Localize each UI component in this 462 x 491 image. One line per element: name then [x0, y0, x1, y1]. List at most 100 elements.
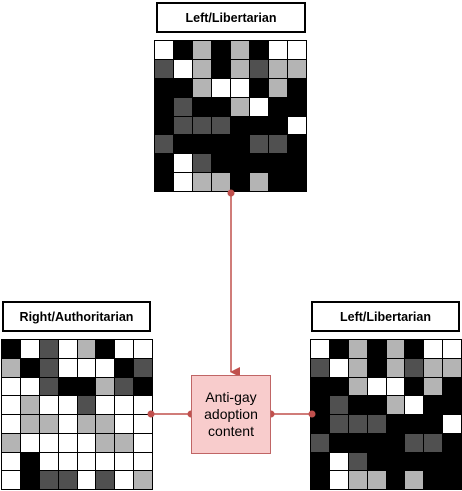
left-grid-cell [134, 471, 152, 489]
right-grid-cell [329, 340, 348, 358]
left-grid-cell [20, 452, 39, 471]
top-grid-cell [231, 116, 249, 135]
right-grid-cell [405, 340, 424, 358]
top-grid-cell [231, 135, 249, 154]
right-grid-cell [424, 358, 443, 377]
right-grid-cell [329, 452, 348, 471]
left-grid-cell [2, 471, 20, 489]
left-grid-cell [58, 471, 77, 489]
right-grid-cell [329, 396, 348, 414]
top-grid-cell [155, 41, 173, 59]
top-grid-cell [212, 173, 230, 191]
right-grid-cell [367, 471, 386, 489]
center-node-text: Anti-gay adoption content [204, 389, 258, 439]
top-grid-cell [174, 116, 192, 135]
right-grid-cell [386, 433, 405, 452]
top-grid-cell [193, 41, 211, 59]
left-grid-cell [115, 377, 134, 396]
left-grid-cell [77, 377, 96, 396]
top-grid-cell [193, 135, 211, 154]
top-grid-cell [212, 154, 230, 173]
left-grid-cell [96, 433, 115, 452]
right-grid-cell [329, 471, 348, 489]
right-grid-cell [443, 358, 461, 377]
right-grid-cell [348, 396, 367, 414]
left-grid-cell [39, 340, 58, 358]
top-grid-cell [250, 78, 268, 97]
right-grid-cell [386, 471, 405, 489]
left-grid-cell [2, 415, 20, 433]
right-grid-cell [443, 415, 461, 433]
left-grid-cell [58, 433, 77, 452]
top-grid-cell [288, 97, 306, 116]
top-grid-cell [193, 154, 211, 173]
top-grid-cell [212, 41, 230, 59]
top-grid-cell [155, 116, 173, 135]
top-grid-cell [212, 116, 230, 135]
left-grid-cell [115, 471, 134, 489]
left-grid-cell [77, 415, 96, 433]
left-grid-cell [77, 433, 96, 452]
top-grid-cell [231, 41, 249, 59]
right-grid-cell [386, 358, 405, 377]
top-grid-cell [269, 97, 287, 116]
right-grid-cell [329, 433, 348, 452]
left-grid-cell [96, 358, 115, 377]
left-grid-cell [134, 377, 152, 396]
top-grid-cell [155, 78, 173, 97]
right-grid-cell [311, 396, 329, 414]
right-grid-cell [348, 377, 367, 396]
right-grid-cell [405, 358, 424, 377]
top-node-label: Left/Libertarian [156, 2, 306, 33]
top-grid-cell [174, 97, 192, 116]
left-grid-cell [134, 340, 152, 358]
top-grid-cell [174, 59, 192, 78]
left-grid-cell [20, 358, 39, 377]
right-grid-cell [367, 433, 386, 452]
left-grid-cell [115, 396, 134, 414]
top-grid-cell [212, 135, 230, 154]
top-grid-cell [155, 135, 173, 154]
left-grid-cell [134, 358, 152, 377]
left-grid-cell [58, 377, 77, 396]
right-grid-cell [405, 433, 424, 452]
top-node-grid [154, 40, 307, 192]
left-grid-cell [58, 340, 77, 358]
right-grid-cell [443, 433, 461, 452]
right-grid-cell [311, 452, 329, 471]
top-grid-cell [231, 78, 249, 97]
left-grid-cell [2, 396, 20, 414]
left-grid-cell [77, 340, 96, 358]
right-grid-cell [367, 377, 386, 396]
left-grid-cell [20, 415, 39, 433]
top-grid-cell [231, 59, 249, 78]
left-grid-cell [58, 452, 77, 471]
top-grid-cell [155, 59, 173, 78]
top-grid-cell [212, 59, 230, 78]
right-grid-cell [329, 358, 348, 377]
top-grid-cell [250, 97, 268, 116]
left-grid-cell [20, 471, 39, 489]
top-grid-cell [231, 154, 249, 173]
left-grid-cell [134, 415, 152, 433]
right-node-label: Left/Libertarian [311, 301, 460, 332]
left-grid-cell [2, 340, 20, 358]
top-grid-cell [269, 116, 287, 135]
left-grid-cell [39, 471, 58, 489]
right-grid-cell [348, 433, 367, 452]
right-grid-cell [405, 471, 424, 489]
left-grid-cell [20, 377, 39, 396]
left-grid-cell [58, 415, 77, 433]
right-grid-cell [348, 358, 367, 377]
left-grid-cell [115, 452, 134, 471]
left-node-label: Right/Authoritarian [2, 301, 151, 332]
top-grid-cell [193, 97, 211, 116]
right-grid-cell [405, 415, 424, 433]
left-grid-cell [20, 433, 39, 452]
right-grid-cell [443, 340, 461, 358]
left-grid-cell [96, 396, 115, 414]
left-grid-cell [2, 452, 20, 471]
right-grid-cell [386, 340, 405, 358]
left-grid-cell [20, 396, 39, 414]
left-grid-cell [134, 396, 152, 414]
